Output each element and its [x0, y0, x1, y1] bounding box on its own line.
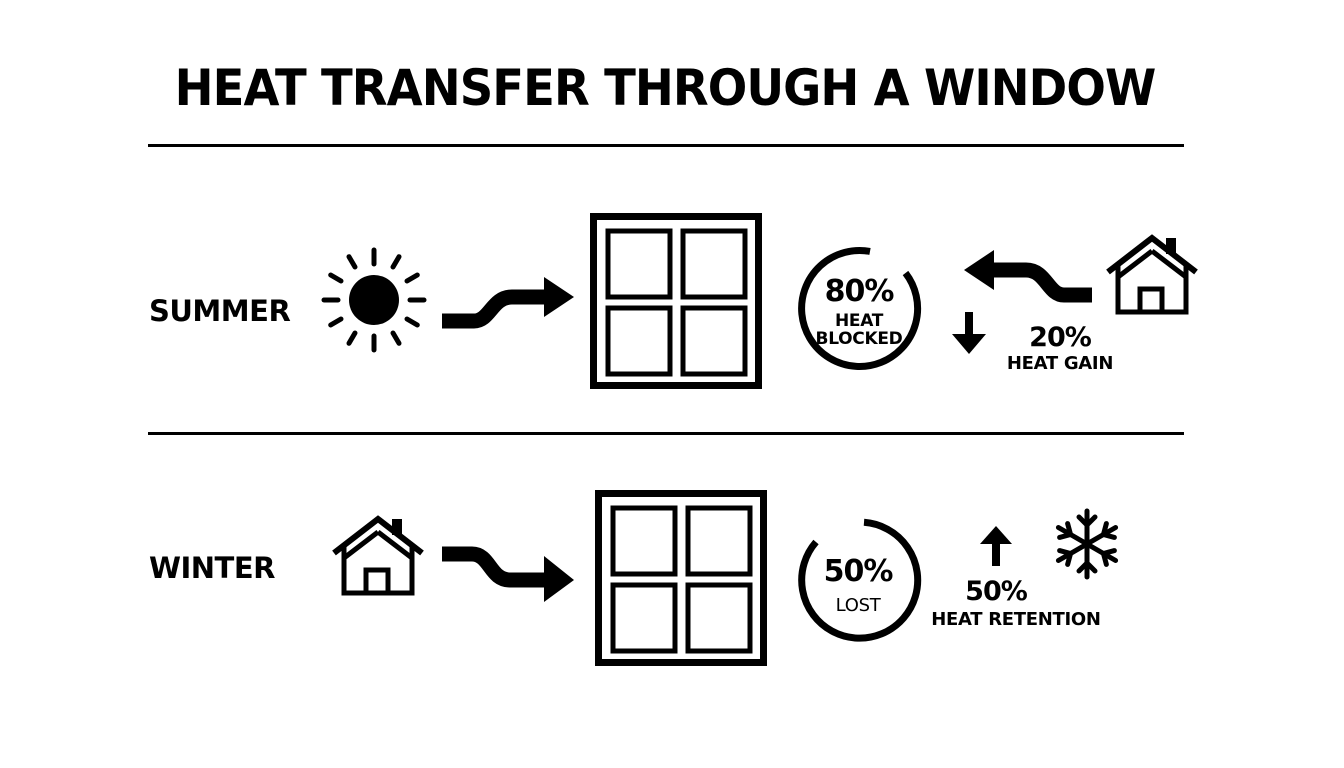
heat-retention-value: 50%	[965, 576, 1028, 607]
wavy-arrow-right-icon	[442, 540, 576, 604]
house-icon	[330, 515, 426, 597]
arrow-up-icon	[980, 526, 1012, 568]
page-title: HEAT TRANSFER THROUGH A WINDOW	[174, 59, 1157, 117]
gauge-caption: LOST	[835, 595, 881, 616]
window-icon	[595, 490, 767, 666]
snowflake-icon	[1052, 508, 1122, 580]
arrow-down-icon	[952, 312, 986, 356]
heat-retention-caption: HEAT RETENTION	[931, 609, 1101, 630]
wavy-arrow-right-icon	[442, 275, 576, 337]
title-divider	[148, 144, 1184, 147]
winter-label: WINTER	[149, 551, 275, 585]
gauge-value: 80%	[824, 274, 895, 309]
summer-label: SUMMER	[149, 294, 291, 328]
heat-gain-value: 20%	[1029, 322, 1092, 353]
heat-blocked-gauge: 80% HEAT BLOCKED	[798, 246, 926, 372]
house-icon	[1104, 234, 1200, 316]
window-icon	[590, 213, 762, 389]
section-divider	[148, 432, 1184, 435]
gauge-value: 50%	[823, 554, 894, 589]
wavy-arrow-left-icon	[964, 250, 1094, 310]
heat-gain-caption: HEAT GAIN	[1006, 353, 1114, 374]
gauge-caption-line2: BLOCKED	[815, 329, 903, 349]
gauge-caption-line1: HEAT	[834, 311, 884, 331]
heat-lost-gauge: 50% LOST	[796, 518, 922, 642]
sun-icon	[321, 247, 427, 353]
